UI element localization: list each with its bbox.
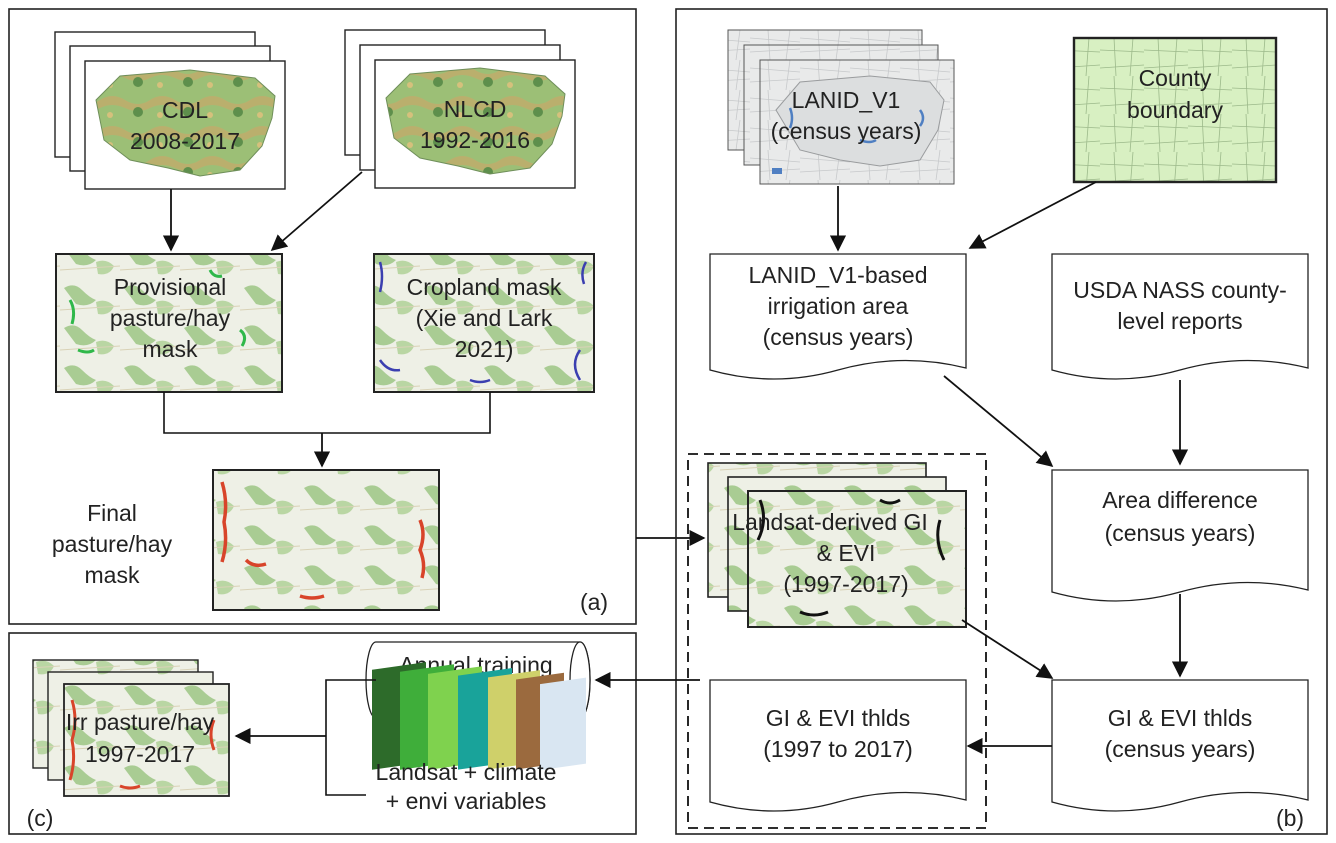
lanid-area-label-1: LANID_V1-based (749, 262, 928, 288)
lanid-map-label-1: LANID_V1 (792, 87, 901, 113)
thld-census-document (1051, 679, 1309, 812)
final-label-2: pasture/hay (52, 531, 173, 557)
thld-census-label-2: (census years) (1105, 736, 1256, 762)
arrow-landsat-to-thld (961, 619, 1054, 679)
thld-range-label-2: (1997 to 2017) (763, 736, 913, 762)
thld-range-label-1: GI & EVI thlds (766, 705, 910, 731)
dashed-group-frame (687, 453, 987, 829)
area-diff-label-2: (census years) (1105, 520, 1256, 546)
panel-b-tag: (b) (1276, 805, 1304, 831)
area-diff-label-1: Area difference (1102, 487, 1258, 513)
cdl-label-2: 2008-2017 (130, 128, 240, 154)
final-label-1: Final (87, 500, 137, 526)
irr-label-1: Irr pasture/hay (66, 709, 215, 735)
nlcd-label-2: 1992-2016 (420, 127, 530, 153)
panel-a-frame (8, 8, 637, 625)
merge-connector (163, 392, 491, 434)
thld-census-label-1: GI & EVI thlds (1108, 705, 1252, 731)
us-map-shape (385, 67, 566, 175)
lanid-area-document (709, 253, 967, 380)
lanid-area-label-3: (census years) (763, 324, 914, 350)
irr-output-map-stack (32, 659, 230, 797)
variables-image-stack (372, 662, 586, 771)
usda-label-2: level reports (1117, 308, 1242, 334)
panel-c-tag: (c) (27, 805, 54, 831)
panel-a-tag: (a) (580, 589, 608, 615)
provisional-label-3: mask (143, 336, 198, 362)
usda-label-1: USDA NASS county- (1073, 277, 1286, 303)
cropland-label-3: 2021) (455, 336, 514, 362)
lanid-area-label-2: irrigation area (768, 293, 909, 319)
panel-b-frame (675, 8, 1328, 835)
cropland-mask-map (373, 253, 595, 393)
landsat-gi-map-stack (707, 462, 967, 628)
arrow-lanid-area-to-diff (943, 375, 1054, 468)
county-label-2: boundary (1127, 97, 1223, 123)
nlcd-label-1: NLCD (444, 96, 507, 122)
arrow-nlcd-to-provisional (270, 171, 363, 252)
cdl-map-stack (54, 31, 286, 190)
usda-reports-document (1051, 253, 1309, 380)
panel-c-frame (8, 632, 637, 835)
arrow-county-to-area (968, 181, 1097, 249)
landsat-gi-label-3: (1997-2017) (783, 571, 908, 597)
cdl-label-1: CDL (162, 97, 208, 123)
lanid-map-label-2: (census years) (771, 118, 922, 144)
county-label-1: County (1139, 65, 1212, 91)
lanid-map-stack (727, 29, 955, 185)
cropland-label-1: Cropland mask (407, 274, 562, 300)
nlcd-map-stack (344, 29, 576, 189)
provisional-mask-map (55, 253, 283, 393)
final-mask-map (212, 469, 440, 611)
landsat-gi-label-2: & EVI (817, 540, 876, 566)
bracket-connector (325, 679, 376, 796)
final-label-3: mask (85, 562, 140, 588)
variables-label-1: Landsat + climate (376, 759, 557, 785)
cropland-label-2: (Xie and Lark (416, 305, 553, 331)
variables-label-2: + envi variables (386, 788, 546, 814)
irr-label-2: 1997-2017 (85, 741, 195, 767)
area-difference-document (1051, 469, 1309, 602)
provisional-label-2: pasture/hay (110, 305, 231, 331)
thld-range-document (709, 679, 967, 812)
landsat-gi-label-1: Landsat-derived GI (732, 509, 928, 535)
county-boundary-map (1072, 36, 1278, 184)
us-map-shape (95, 69, 276, 177)
provisional-label-1: Provisional (114, 274, 227, 300)
